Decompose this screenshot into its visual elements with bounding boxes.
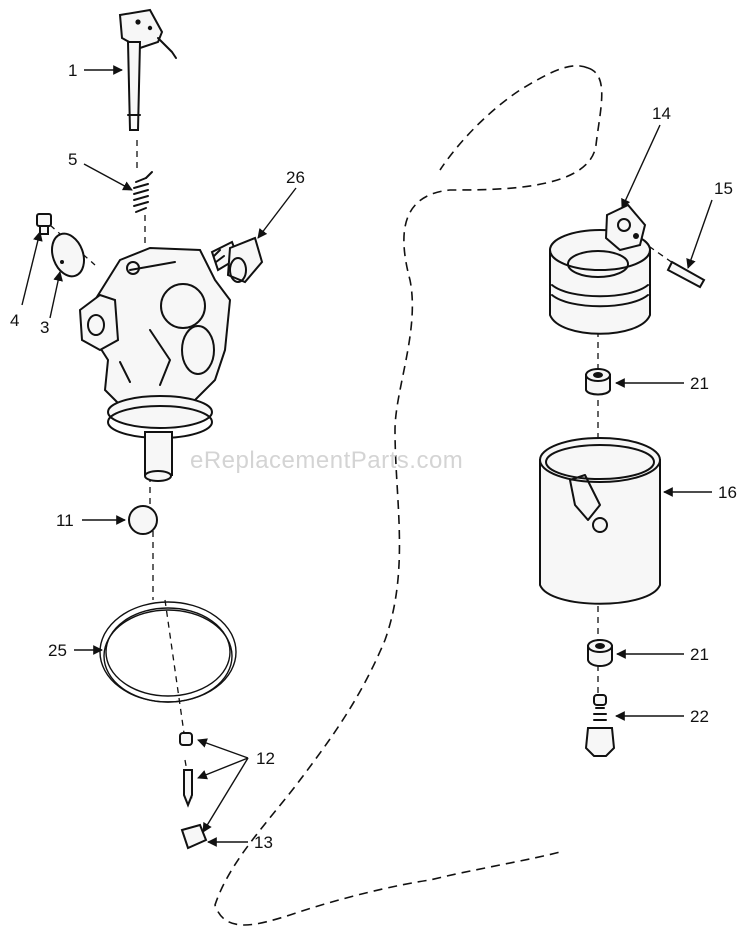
part-float-ball <box>128 505 158 535</box>
callout-11: 11 <box>56 511 74 530</box>
callout-14: 14 <box>652 104 671 123</box>
assembly-dashed-boundary <box>214 67 603 926</box>
callout-26: 26 <box>286 168 305 187</box>
callout-13: 13 <box>254 833 273 852</box>
leader-15 <box>686 199 713 269</box>
leader-26 <box>257 187 297 239</box>
leader-12b <box>197 757 249 780</box>
callout-5: 5 <box>68 150 77 169</box>
part-throttle-shaft <box>118 8 177 131</box>
part-sleeve-lower <box>587 639 613 667</box>
callout-21-lower: 21 <box>690 645 709 664</box>
callout-4: 4 <box>10 311 19 330</box>
part-float-bowl <box>539 437 661 605</box>
part-spring <box>133 171 153 213</box>
part-drain-screw <box>584 694 616 757</box>
part-needle-seat <box>179 732 193 746</box>
part-bowl-cover <box>549 203 651 335</box>
callout-16: 16 <box>718 483 737 502</box>
callout-25: 25 <box>48 641 67 660</box>
part-needle <box>183 769 193 808</box>
part-screw <box>36 213 52 235</box>
part-gasket-ring <box>99 601 237 703</box>
callout-3: 3 <box>40 318 49 337</box>
part-sleeve-upper <box>585 368 611 396</box>
leader-14 <box>621 124 661 209</box>
leader-5 <box>83 163 133 191</box>
assembly-dashed-boundary-top <box>439 65 589 171</box>
callout-15: 15 <box>714 179 733 198</box>
leader-3 <box>49 271 63 319</box>
callout-1: 1 <box>68 61 77 80</box>
part-gasket-disc <box>51 232 85 278</box>
leader-12a <box>197 738 249 759</box>
leader-4 <box>21 231 43 306</box>
part-clip <box>180 823 208 850</box>
leader-12c <box>202 757 249 833</box>
part-carburetor-body <box>78 246 232 482</box>
callout-22: 22 <box>690 707 709 726</box>
callout-12: 12 <box>256 749 275 768</box>
watermark-text: eReplacementParts.com <box>190 447 463 474</box>
callout-21-upper: 21 <box>690 374 709 393</box>
part-fitting <box>210 236 264 284</box>
part-pin <box>666 260 706 289</box>
